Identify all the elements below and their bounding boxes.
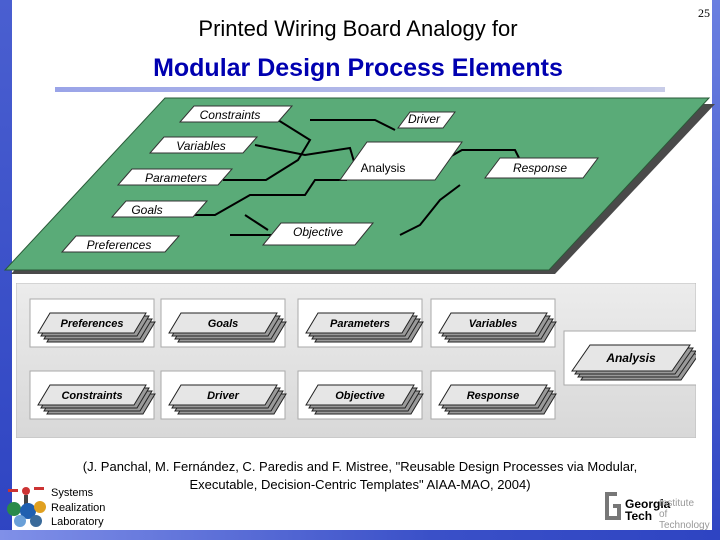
lab-name: Systems Realization Laboratory: [51, 486, 105, 530]
module-response-label: Response: [467, 390, 520, 402]
module-row-1: Preferences Goals Parameters Variables: [29, 298, 557, 348]
module-response: Response: [430, 370, 557, 420]
module-palette: Preferences Goals Parameters Variables Cons…: [16, 283, 696, 438]
module-preferences-label: Preferences: [61, 318, 124, 330]
board-component-analysis: Analysis: [339, 141, 463, 181]
module-driver: Driver: [160, 370, 287, 420]
lab-name-line1: Systems: [51, 487, 94, 499]
module-analysis: Analysis: [563, 330, 696, 386]
module-card-face: [305, 312, 415, 334]
institution-name-georgia: Georgia: [625, 497, 671, 511]
title-underline: [55, 87, 665, 92]
module-analysis-group: Analysis: [563, 330, 696, 386]
circuit-board-diagram: Constraints Driver Variables Analysis Re…: [3, 97, 715, 274]
board-component-driver: Driver: [397, 111, 456, 129]
citation-line1: (J. Panchal, M. Fernández, C. Paredis an…: [82, 459, 638, 474]
module-card-face: [37, 384, 147, 406]
module-card-face: [37, 312, 147, 334]
module-parameters: Parameters: [297, 298, 424, 348]
board-component-objective: Objective: [261, 222, 375, 246]
module-row-2: Constraints Driver Objective Response: [29, 370, 557, 420]
module-parameters-label: Parameters: [330, 318, 390, 330]
board-label-analysis: Analysis: [361, 161, 406, 175]
module-card-face: [571, 344, 691, 372]
module-constraints: Constraints: [29, 370, 156, 420]
module-variables-label: Variables: [469, 318, 518, 330]
board-traces: [165, 114, 521, 236]
module-card-face: [168, 384, 278, 406]
module-constraints-label: Constraints: [61, 390, 122, 402]
lab-name-line2: Realization: [51, 501, 106, 514]
board-component-constraints: Constraints: [178, 105, 294, 123]
institution-subtitle-institute: Institute: [659, 498, 695, 509]
module-analysis-label: Analysis: [605, 351, 656, 365]
georgia-tech-logo-icon: [599, 488, 709, 524]
board-component-preferences: Preferences: [60, 235, 181, 253]
module-objective: Objective: [297, 370, 424, 420]
board-component-goals: Goals: [110, 200, 209, 218]
module-goals-label: Goals: [208, 318, 239, 330]
slide-right-border: [712, 0, 720, 540]
module-variables: Variables: [430, 298, 557, 348]
institution-subtitle-technology: of Technology: [659, 509, 710, 531]
citation: (J. Panchal, M. Fernández, C. Paredis an…: [46, 458, 674, 494]
module-card-face: [438, 312, 548, 334]
slide-title-line1: Printed Wiring Board Analogy for: [198, 16, 518, 41]
board-component-variables: Variables: [148, 136, 259, 154]
module-card-face: [305, 384, 415, 406]
board-label-preferences: Preferences: [87, 238, 152, 252]
board-label-driver: Driver: [408, 112, 441, 126]
lab-name-line3: Laboratory: [51, 516, 104, 528]
module-preferences: Preferences: [29, 298, 156, 348]
citation-line2: Executable, Decision-Centric Templates" …: [189, 477, 531, 492]
slide-bottom-border: [0, 530, 720, 540]
board-component-parameters: Parameters: [116, 168, 234, 186]
board-label-variables: Variables: [176, 139, 226, 153]
board-label-objective: Objective: [293, 225, 343, 239]
module-card-face: [438, 384, 548, 406]
module-goals: Goals: [160, 298, 287, 348]
slide-title-line2: Modular Design Process Elements: [153, 54, 563, 82]
board-label-parameters: Parameters: [145, 171, 207, 185]
board-component-response: Response: [484, 157, 599, 179]
slide-number: 25: [698, 6, 710, 20]
module-objective-label: Objective: [335, 390, 385, 402]
srl-logo-icon: [7, 487, 46, 527]
module-driver-label: Driver: [207, 390, 240, 402]
board-label-response: Response: [513, 161, 567, 175]
module-card-face: [168, 312, 278, 334]
board-label-goals: Goals: [131, 203, 162, 217]
institution-name-tech: Tech: [625, 509, 653, 523]
board-label-constraints: Constraints: [200, 108, 261, 122]
